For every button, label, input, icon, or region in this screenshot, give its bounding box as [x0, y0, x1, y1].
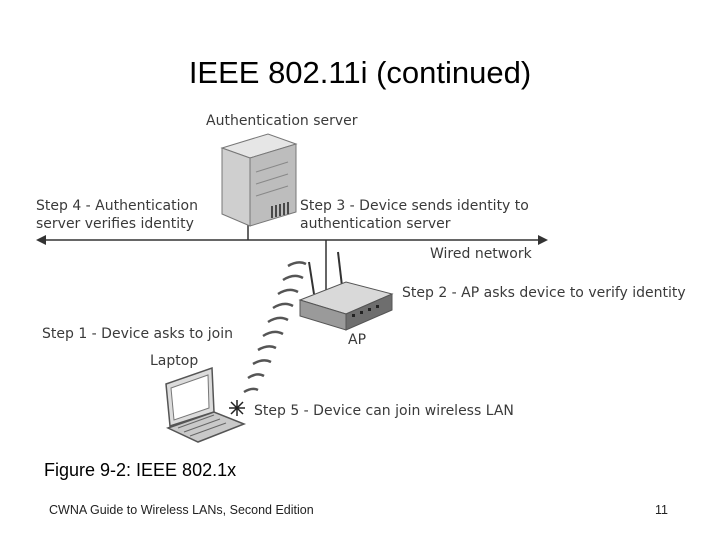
figure-caption: Figure 9-2: IEEE 802.1x [44, 460, 237, 480]
access-point-icon [298, 251, 394, 331]
step4-label-line1: Step 4 - Authentication [36, 198, 198, 214]
slide-footer: CWNA Guide to Wireless LANs, Second Edit… [49, 503, 314, 517]
auth-server-label: Authentication server [206, 113, 358, 129]
step1-label: Step 1 - Device asks to join [42, 326, 233, 342]
wired-network-label: Wired network [430, 246, 532, 262]
step5-label: Step 5 - Device can join wireless LAN [254, 403, 514, 419]
ap-label: AP [348, 332, 367, 348]
laptop-icon [165, 366, 247, 443]
step2-label: Step 2 - AP asks device to verify identi… [402, 285, 686, 301]
step3-label-line1: Step 3 - Device sends identity to [300, 198, 529, 214]
step3-label-line2: authentication server [300, 216, 451, 232]
wireless-signal-icon [243, 261, 307, 394]
server-icon [220, 133, 298, 227]
slide-title: IEEE 802.11i (continued) [188, 55, 532, 90]
laptop-label: Laptop [150, 353, 199, 369]
step4-label-line2: server verifies identity [36, 216, 194, 232]
page-number: 11 [655, 503, 668, 517]
